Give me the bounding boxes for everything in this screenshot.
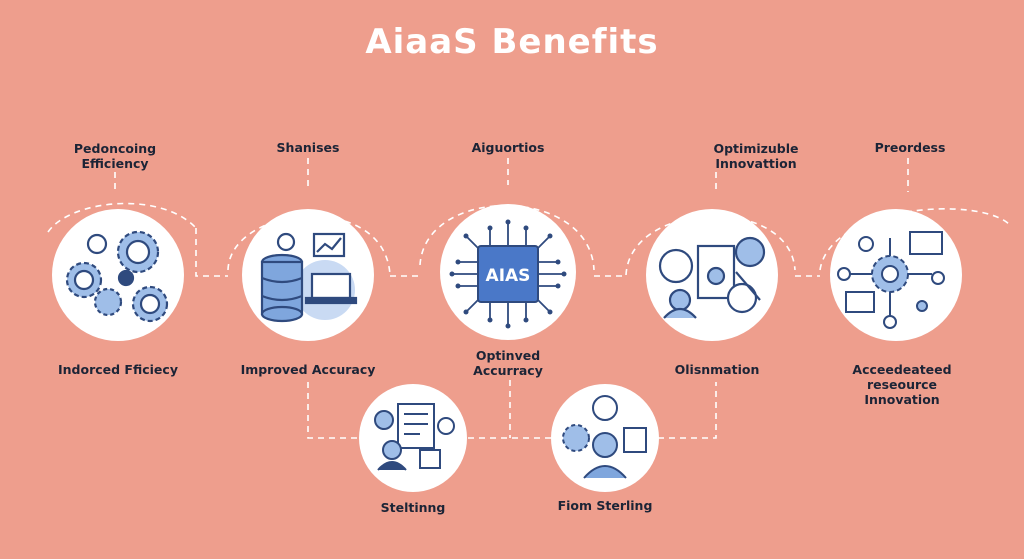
bottom-label-2: Improved Accuracy [240, 362, 376, 377]
ai-chip-icon: AIAS [449, 219, 567, 329]
bottom-label-1: Indorced Fficiecy [58, 362, 178, 377]
arc-2 [227, 215, 391, 276]
document-people-icon [374, 403, 455, 471]
chip-label: AIAS [486, 266, 531, 286]
network-gear-icon [837, 231, 945, 329]
lower-label-1: Steltinng [380, 500, 446, 515]
lower-label-2: Fiom Sterling [557, 498, 653, 513]
top-label-5: Preordess [874, 140, 946, 155]
top-label-3: Aiguortios [471, 140, 545, 155]
top-label-4: Optimizuble Innovattion [713, 141, 799, 171]
join-1-2 [195, 228, 228, 277]
bottom-label-3: Optinved Accurracy [473, 348, 543, 378]
person-gears-icon [562, 395, 647, 479]
clipboard-people-icon [658, 236, 766, 319]
top-label-1: Pedoncoing Efficiency [73, 141, 157, 171]
page-title: AiaaS Benefits [365, 22, 659, 62]
top-label-2: Shanises [276, 140, 340, 155]
lower-join-right [658, 382, 717, 439]
database-lightbulb-chart-icon [260, 232, 358, 323]
lower-join-left [307, 382, 358, 439]
bottom-label-5: Acceedeateed reseource Innovation [852, 362, 952, 407]
arc-1 [47, 202, 197, 233]
bottom-label-4: Olisnmation [674, 362, 760, 377]
gears-people-icon [65, 230, 169, 323]
